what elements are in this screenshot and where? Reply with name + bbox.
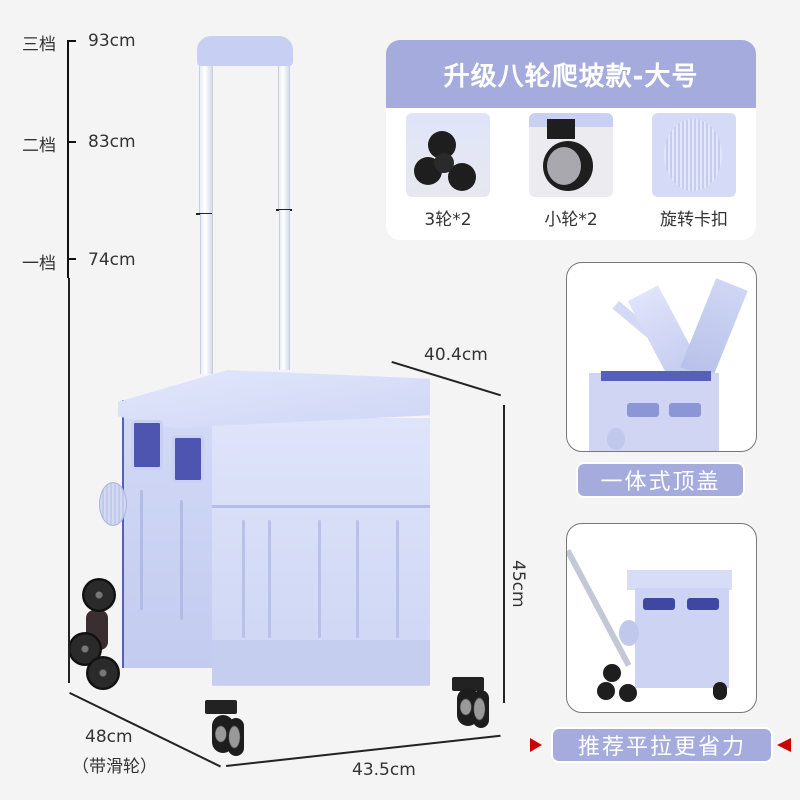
level-value: 93cm: [88, 31, 136, 51]
photo-card-pull-flat: [566, 523, 757, 713]
left-vertical-line: [68, 278, 70, 683]
handle-tube-upper-left: [199, 64, 213, 214]
level-value: 83cm: [88, 132, 136, 152]
cart-base: [212, 640, 430, 685]
handle-grip: [197, 36, 293, 66]
feature-label: 旋转卡扣: [660, 210, 728, 230]
arrow-right-icon: [530, 738, 542, 752]
side-window: [131, 420, 163, 470]
handle-tube-upper-right: [278, 64, 290, 210]
arrow-left-icon: [777, 738, 791, 752]
feature-item: 小轮*2: [529, 113, 613, 230]
height-line: [503, 405, 505, 703]
front-ledge: [212, 505, 430, 508]
caster-wheel-icon: [228, 718, 244, 756]
rib: [180, 500, 183, 620]
depth-label: 48cm: [85, 727, 133, 747]
level-label: 一档: [22, 254, 56, 274]
handle-tube-lower-right: [279, 210, 290, 370]
feature-item: 旋转卡扣: [652, 113, 736, 230]
scale-axis: [67, 40, 69, 278]
depth-note: （带滑轮）: [72, 757, 157, 777]
caption-lid: 一体式顶盖: [576, 462, 745, 498]
depth-top-label: 40.4cm: [424, 345, 488, 365]
rotary-buckle-icon: [99, 482, 127, 526]
handle-tube-lower-left: [200, 214, 213, 374]
rib: [140, 490, 143, 610]
photo-card-lid: [566, 262, 757, 452]
height-label: 45cm: [508, 560, 528, 608]
caster-wheel-icon: [529, 113, 613, 197]
feature-label: 3轮*2: [424, 210, 472, 230]
side-window: [172, 435, 204, 483]
three-wheel-icon: [406, 113, 490, 197]
rib: [396, 520, 399, 638]
caster-mount: [452, 677, 484, 691]
feature-card: 升级八轮爬坡款-大号 3轮*2 小轮*2 旋转卡扣: [386, 40, 756, 240]
caster-mount: [205, 700, 237, 714]
level-label: 二档: [22, 136, 56, 156]
rib: [318, 520, 321, 638]
scale-tick: [67, 141, 76, 143]
rib: [356, 520, 359, 638]
rotary-buckle-icon: [652, 113, 736, 197]
feature-item: 3轮*2: [406, 113, 490, 230]
feature-label: 小轮*2: [544, 210, 598, 230]
level-label: 三档: [22, 35, 56, 55]
caster-wheel-icon: [473, 690, 489, 728]
stair-wheel-icon: [86, 656, 120, 690]
feature-title: 升级八轮爬坡款-大号: [386, 40, 756, 108]
level-value: 74cm: [88, 250, 136, 270]
rib: [268, 520, 271, 638]
rib: [242, 520, 245, 638]
caption-pull-flat: 推荐平拉更省力: [551, 727, 773, 763]
stair-wheel-icon: [82, 578, 116, 612]
width-label: 43.5cm: [352, 760, 416, 780]
feature-thumbnails: 3轮*2 小轮*2 旋转卡扣: [386, 108, 756, 230]
scale-tick: [67, 40, 76, 42]
scale-tick: [67, 258, 76, 260]
